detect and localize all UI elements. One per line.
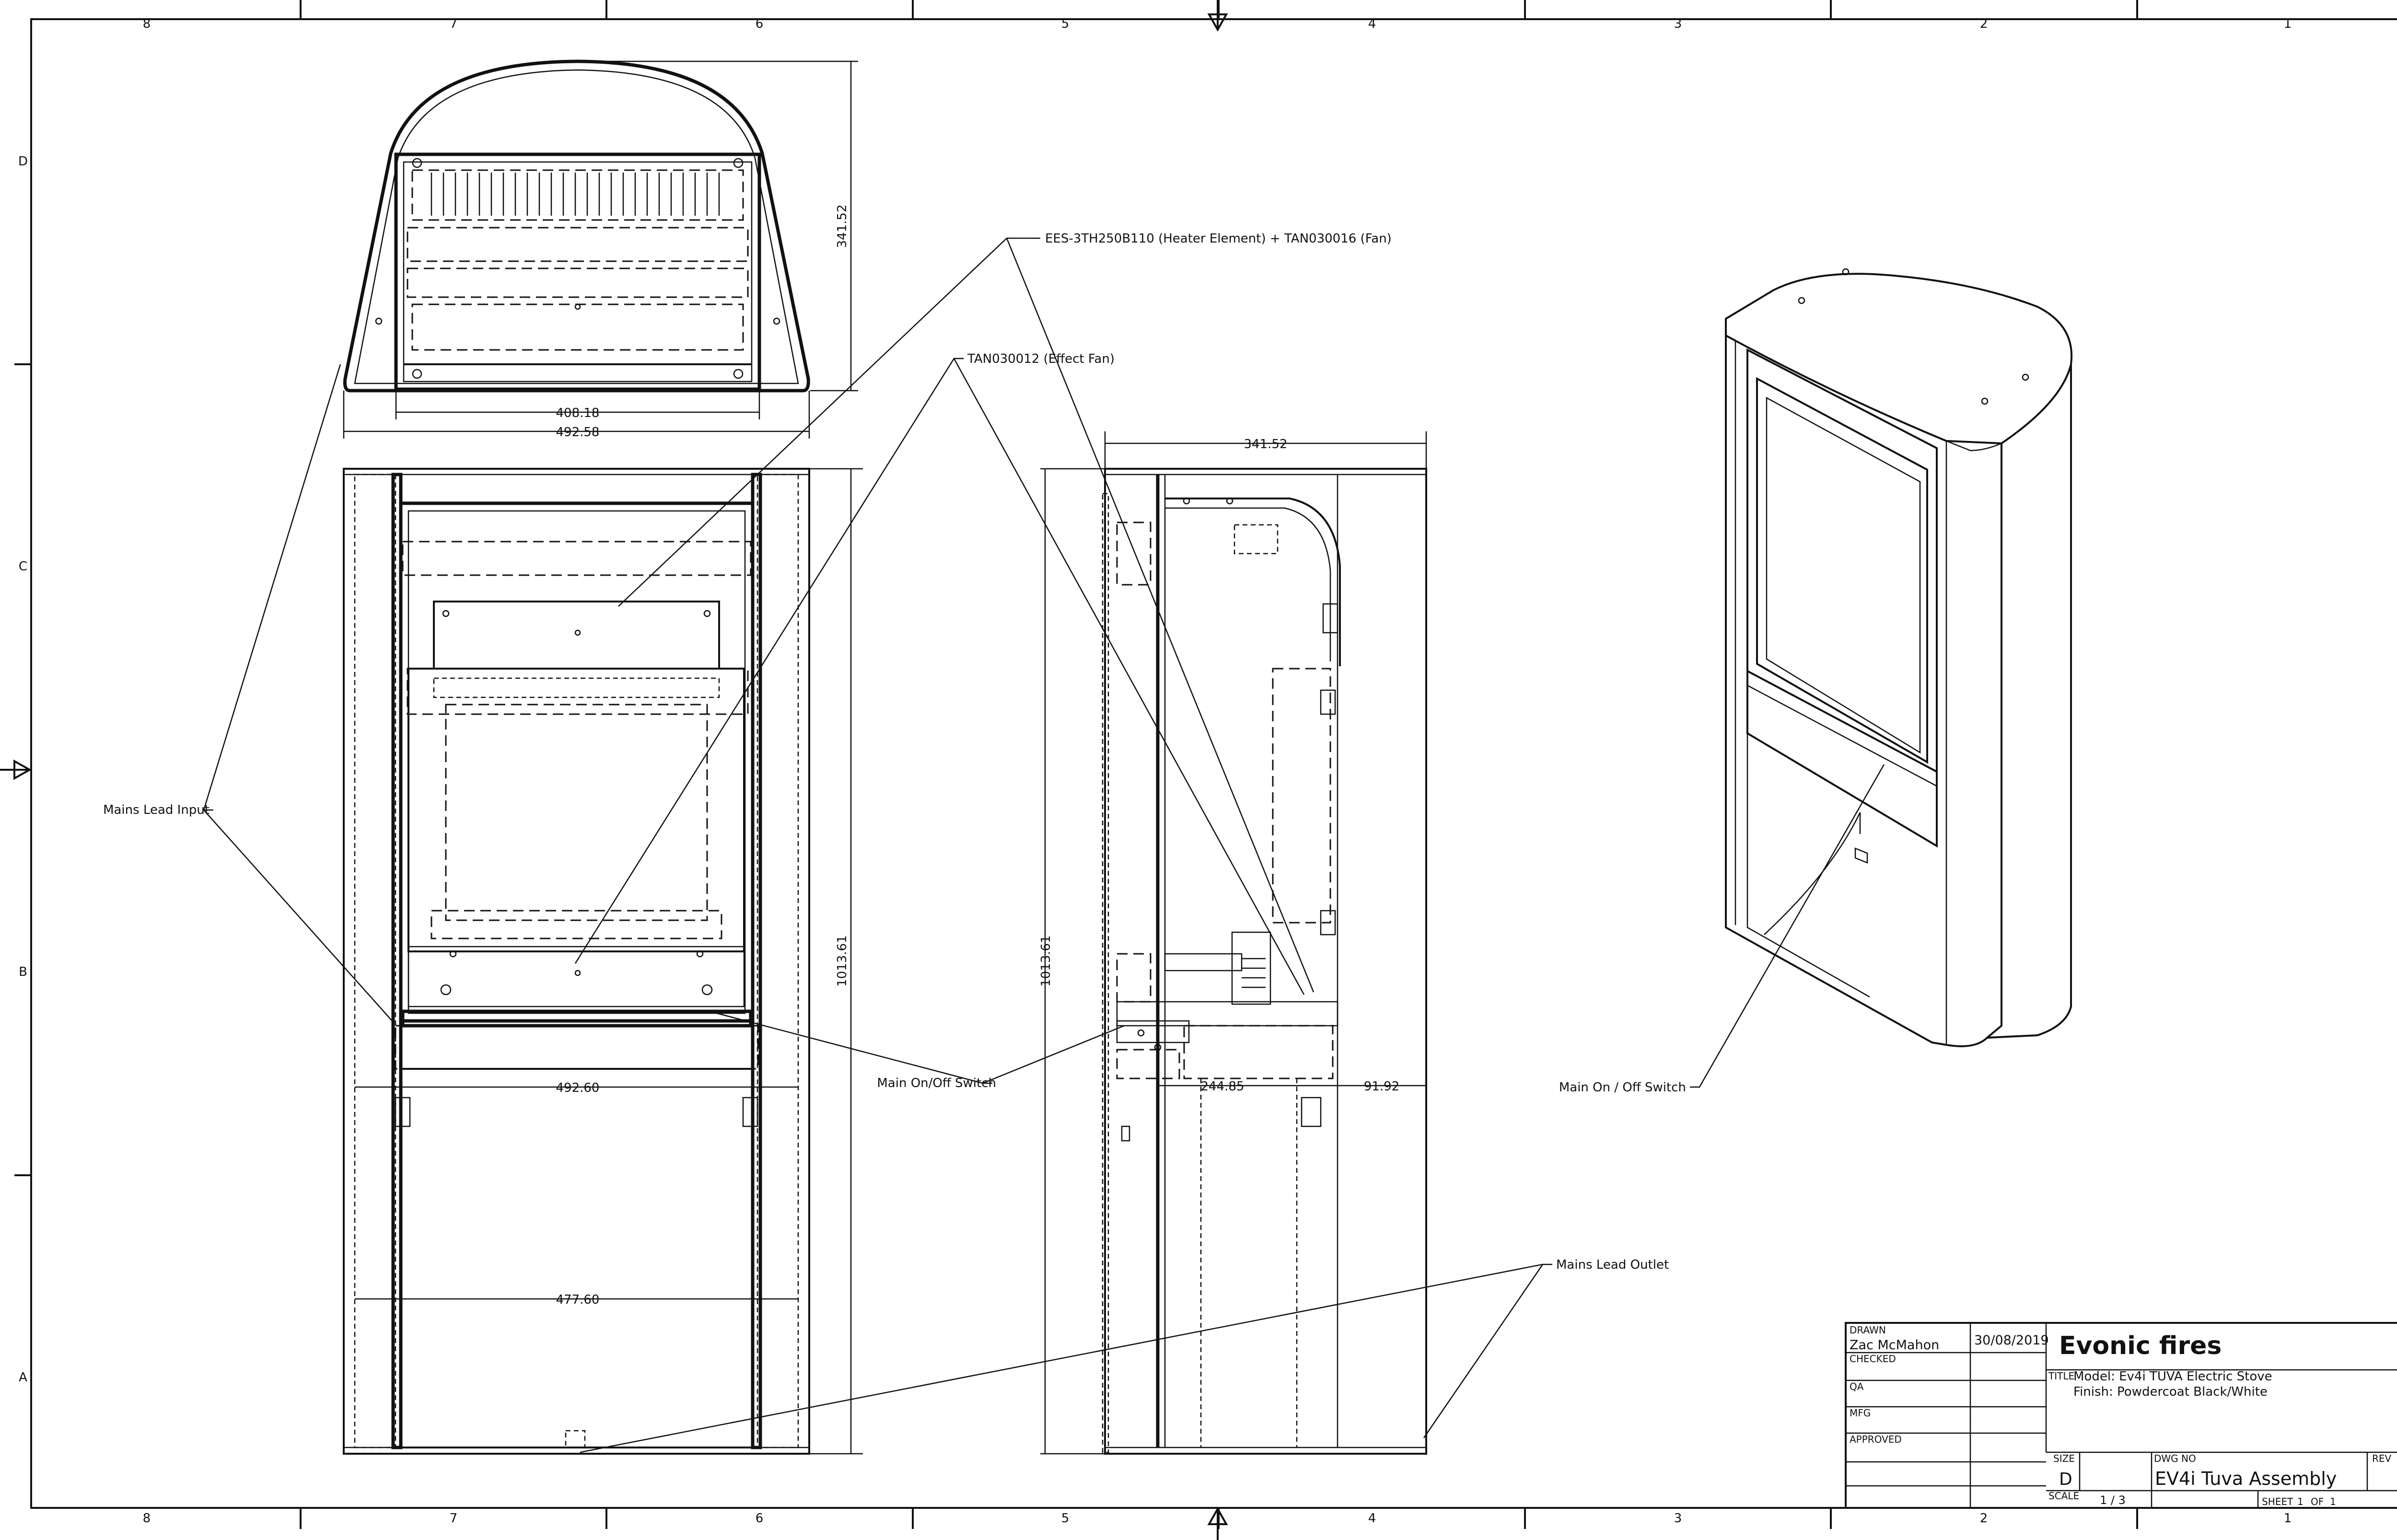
callouts: EES-3TH250B110 (Heater Element) + TAN030…: [103, 232, 1885, 1453]
callout-effect-fan: TAN030012 (Effect Fan): [967, 352, 1115, 366]
side-view: [1102, 468, 1427, 1455]
dimension-top-outer-width: 492.58: [556, 425, 600, 440]
title-block-sheet: 1: [2297, 1496, 2304, 1507]
zone-label-top: 2: [1980, 17, 1988, 31]
zone-label-bottom: 6: [756, 1511, 764, 1526]
title-block-size-label: SIZE: [2053, 1453, 2075, 1464]
title-block-scale: 1 / 3: [2100, 1494, 2126, 1507]
zone-label-top: 3: [1674, 17, 1682, 31]
title-block-of-label: OF: [2311, 1496, 2324, 1507]
zone-label-bottom: 7: [450, 1511, 458, 1526]
title-block-rev-label: REV: [2372, 1453, 2392, 1464]
title-block-company: Evonic fires: [2059, 1332, 2222, 1360]
zone-label-top: 6: [756, 17, 764, 31]
title-block-drawn-by: Zac McMahon: [1850, 1338, 1939, 1353]
zone-label-left: B: [19, 965, 27, 979]
front-view-dimensions: 1013.61 492.60 477.60: [355, 468, 863, 1455]
dimension-side-back: 91.92: [1364, 1079, 1399, 1094]
zone-label-top: 7: [450, 17, 458, 31]
dimension-side-height: 1013.61: [1039, 935, 1053, 987]
title-block-approved-label: APPROVED: [1850, 1434, 1902, 1445]
title-block-checked-label: CHECKED: [1850, 1353, 1896, 1365]
zone-label-top: 8: [143, 17, 151, 31]
callout-mains-lead-outlet: Mains Lead Outlet: [1556, 1258, 1669, 1272]
title-block-sheet-total: 1: [2330, 1496, 2336, 1507]
zone-label-bottom: 4: [1368, 1511, 1376, 1526]
dimension-top-depth: 341.52: [835, 205, 849, 248]
title-block-qa-label: QA: [1850, 1381, 1864, 1392]
title-block-title-label: TITLE: [2048, 1370, 2074, 1382]
top-view: [343, 59, 810, 393]
callout-heater-element: EES-3TH250B110 (Heater Element) + TAN030…: [1045, 232, 1392, 246]
title-block-size: D: [2059, 1470, 2072, 1489]
dimension-top-inner-width: 408.18: [556, 406, 600, 420]
title-block: DRAWN Zac McMahon 30/08/2019 CHECKED QA …: [1845, 1322, 2397, 1509]
title-block-dwg-no-label: DWG NO: [2154, 1453, 2196, 1464]
zone-label-bottom: 2: [1980, 1511, 1988, 1526]
isometric-view: [1725, 268, 2073, 1047]
title-block-drawn-label: DRAWN: [1850, 1324, 1886, 1336]
zone-label-left: A: [19, 1370, 27, 1385]
callout-main-switch-iso: Main On / Off Switch: [1559, 1080, 1686, 1095]
dimension-side-width: 341.52: [1244, 437, 1288, 452]
title-block-title-line1: Model: Ev4i TUVA Electric Stove: [2073, 1369, 2272, 1384]
front-view: [343, 468, 810, 1455]
zone-label-left: D: [18, 154, 28, 169]
zone-label-left: C: [19, 559, 27, 574]
title-block-title-line2: Finish: Powdercoat Black/White: [2073, 1385, 2268, 1399]
zone-label-top: 5: [1061, 17, 1070, 31]
dimension-front-height: 1013.61: [835, 935, 849, 987]
zone-label-bottom: 5: [1061, 1511, 1070, 1526]
top-view-dimensions: 341.52 408.18 492.58: [343, 60, 858, 440]
title-block-mfg-label: MFG: [1850, 1407, 1871, 1419]
title-block-dwg-no: EV4i Tuva Assembly: [2155, 1468, 2337, 1489]
dimension-side-inner: 244.85: [1201, 1079, 1245, 1094]
dimension-front-mid-width: 492.60: [556, 1081, 600, 1095]
zone-label-bottom: 8: [143, 1511, 151, 1526]
dimension-front-base-width: 477.60: [556, 1293, 600, 1307]
callout-main-switch: Main On/Off Switch: [877, 1076, 996, 1090]
title-block-scale-label: SCALE: [2048, 1490, 2079, 1502]
zone-labels: 8 7 6 5 4 3 2 1 8 7 6 5 4 3 2 1 D C B A …: [18, 17, 2292, 1526]
side-view-dimensions: 341.52 1013.61 244.85 91.92: [1039, 431, 1427, 1455]
zone-label-bottom: 1: [2284, 1511, 2292, 1526]
callout-mains-lead-input: Mains Lead Input: [103, 803, 209, 817]
title-block-sheet-label: SHEET: [2262, 1496, 2293, 1507]
title-block-date: 30/08/2019: [1974, 1333, 2049, 1348]
zone-label-top: 1: [2284, 17, 2292, 31]
zone-label-top: 4: [1368, 17, 1376, 31]
zone-label-bottom: 3: [1674, 1511, 1682, 1526]
